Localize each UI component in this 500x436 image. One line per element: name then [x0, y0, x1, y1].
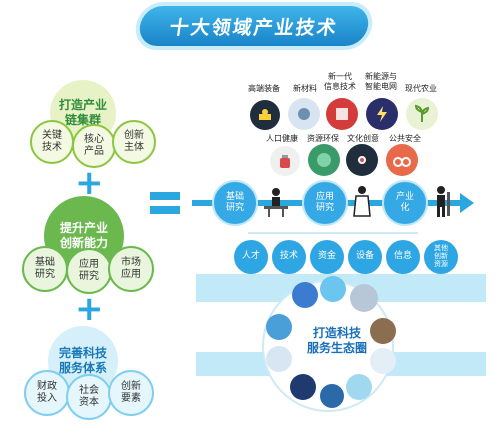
sub-label: 应用 研究 — [79, 258, 99, 283]
support-label: 资金 — [317, 251, 336, 262]
eco-gear-icon — [350, 284, 378, 312]
energy-grid-icon — [366, 98, 398, 130]
equals-icon — [150, 192, 180, 200]
support-talent: 人才 — [234, 240, 268, 274]
service-main-label: 完善科技 服务体系 — [58, 346, 107, 375]
environment-icon — [308, 144, 340, 176]
eco-globe-icon — [292, 282, 318, 308]
chain-label: 产业 化 — [395, 192, 414, 213]
sub-label: 创新 主体 — [124, 129, 144, 154]
sub-circle-innovation-factor: 创新 要素 — [108, 370, 154, 416]
safety-icon — [386, 144, 418, 176]
field-label-cultural-creative: 文化创意 — [347, 134, 379, 143]
eco-cloud-icon — [370, 348, 396, 374]
arrow-head-icon — [460, 193, 474, 213]
eco-title: 打造科技 服务生态圈 — [300, 316, 374, 366]
worker-icon — [432, 184, 454, 218]
field-label-public-safety: 公共安全 — [389, 134, 421, 143]
eco-lab-icon — [320, 276, 346, 302]
field-label-high-end-equipment: 高端装备 — [248, 84, 280, 93]
field-label-resources-env: 资源环保 — [307, 134, 339, 143]
support-label: 信息 — [393, 251, 412, 262]
culture-icon — [346, 144, 378, 176]
researcher-icon — [262, 186, 290, 218]
equipment-icon — [250, 100, 280, 130]
eco-title-label: 打造科技 服务生态圈 — [306, 326, 367, 355]
eco-industry-icon — [370, 318, 396, 344]
sub-label: 市场 应用 — [121, 256, 141, 281]
eco-bridge-icon — [266, 314, 292, 340]
eco-water-icon — [346, 374, 372, 400]
sub-circle-market-application: 市场 应用 — [108, 246, 154, 292]
chain-label: 应用 研究 — [315, 192, 334, 213]
support-technology: 技术 — [272, 240, 306, 274]
sub-circle-innovation-subject: 创新 主体 — [112, 120, 156, 164]
field-label-population-health: 人口健康 — [266, 134, 298, 143]
support-label: 设备 — [355, 251, 374, 262]
support-equipment: 设备 — [348, 240, 382, 274]
sub-circle-basic-research: 基础 研究 — [22, 246, 68, 292]
chain-basic-research: 基础 研究 — [212, 180, 258, 226]
cluster-main-label: 打造产业 链集群 — [58, 98, 107, 127]
eco-network-icon — [290, 374, 316, 400]
page-title: 十大领域产业技术 — [168, 16, 340, 39]
support-other-resources: 其他 创新 资源 — [424, 240, 458, 274]
support-label: 技术 — [279, 251, 298, 262]
field-label-modern-agriculture: 现代农业 — [405, 84, 437, 93]
chain-applied-research: 应用 研究 — [302, 180, 348, 226]
support-connector — [248, 232, 418, 234]
sub-circle-core-product: 核心 产品 — [72, 124, 116, 168]
chain-industrialization: 产业 化 — [382, 180, 428, 226]
support-label: 人才 — [241, 251, 260, 262]
sub-circle-key-tech: 关键 技术 — [30, 120, 74, 164]
field-label-next-gen-it: 新一代 信息技术 — [324, 72, 356, 91]
sub-circle-applied-research: 应用 研究 — [66, 248, 112, 294]
it-icon — [326, 98, 358, 130]
sub-label: 关键 技术 — [42, 129, 62, 154]
sub-label: 创新 要素 — [121, 380, 141, 405]
materials-icon — [288, 98, 320, 130]
support-funding: 资金 — [310, 240, 344, 274]
chain-label: 基础 研究 — [225, 192, 244, 213]
equals-icon — [150, 206, 180, 214]
eco-data-icon — [320, 384, 344, 408]
eco-medicine-icon — [266, 346, 292, 372]
agriculture-icon — [406, 98, 438, 130]
support-information: 信息 — [386, 240, 420, 274]
sub-label: 财政 投入 — [37, 380, 57, 405]
plus-icon: + — [75, 163, 104, 203]
field-label-new-energy: 新能源与 智能电网 — [365, 72, 397, 91]
sub-label: 核心 产品 — [84, 133, 104, 158]
support-label: 其他 创新 资源 — [434, 244, 448, 268]
capability-main-label: 提升产业 创新能力 — [59, 221, 108, 250]
sub-label: 基础 研究 — [35, 256, 55, 281]
title-banner: 十大领域产业技术 — [137, 6, 371, 46]
sub-circle-fiscal-input: 财政 投入 — [24, 370, 70, 416]
sub-label: 社会 资本 — [79, 384, 99, 409]
field-label-new-materials: 新材料 — [293, 84, 317, 93]
plus-icon: + — [75, 289, 104, 329]
health-icon — [270, 146, 300, 176]
sub-circle-social-capital: 社会 资本 — [66, 374, 112, 420]
scientist-icon — [350, 184, 374, 218]
